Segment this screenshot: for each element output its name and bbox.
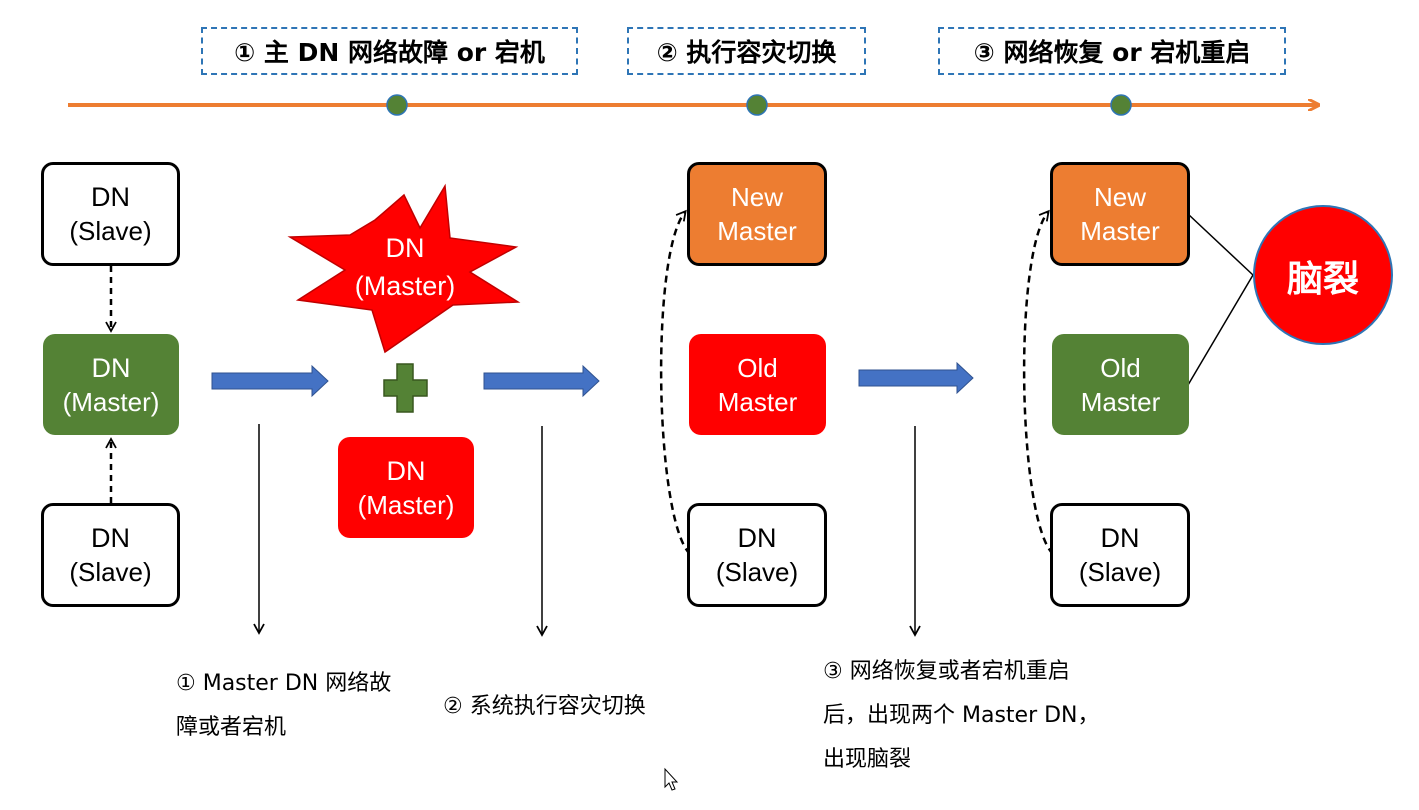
node-old-master-1: Old Master (689, 334, 826, 435)
timeline-dot-2 (746, 94, 768, 116)
note-line: ② 系统执行容灾切换 (443, 694, 646, 719)
node-line-1: DN (385, 233, 425, 263)
block-arrow-3 (858, 361, 974, 395)
failure-burst (287, 183, 521, 354)
stage-label-2: ② 执行容灾切换 (627, 27, 866, 75)
node-slave-4: DN (Slave) (1050, 503, 1190, 607)
node-line-2: (Slave) (1078, 557, 1162, 587)
node-red-master: DN (Master) (338, 437, 474, 538)
node-line-2: Master (1080, 386, 1161, 417)
node-line-2: Master (1080, 216, 1160, 246)
mouse-cursor-icon (664, 767, 679, 791)
node-line-2: (Master) (357, 489, 455, 520)
node-line-2: (Slave) (715, 557, 799, 587)
timeline-dot-3 (1110, 94, 1132, 116)
node-line-1: DN (737, 523, 777, 553)
stage-label-3: ③ 网络恢复 or 宕机重启 (938, 27, 1286, 75)
node-line-2: Master (717, 216, 797, 246)
node-line-2: (Slave) (69, 557, 152, 587)
timeline-dot-1 (386, 94, 408, 116)
split-brain-label: 脑裂 (1286, 259, 1359, 300)
note-3: ③ 网络恢复或者宕机重启 后，出现两个 Master DN， 出现脑裂 (823, 650, 1153, 782)
node-new-master-2: New Master (1050, 162, 1190, 266)
note-line: 障或者宕机 (176, 715, 287, 740)
node-line-1: Old (737, 352, 778, 383)
note-2: ② 系统执行容灾切换 (443, 685, 703, 729)
node-line-1: DN (1100, 523, 1140, 553)
node-line-1: DN (91, 182, 130, 212)
node-line-2: (Slave) (69, 216, 152, 246)
node-line-1: Old (1100, 352, 1141, 383)
node-slave-3: DN (Slave) (687, 503, 827, 607)
node-line-2: Master (717, 386, 798, 417)
node-line-1: DN (91, 352, 131, 383)
note-line: 出现脑裂 (823, 747, 912, 772)
note-line: ③ 网络恢复或者宕机重启 (823, 659, 1070, 684)
node-line-1: New (730, 182, 783, 212)
block-arrow-2 (483, 364, 600, 398)
promotion-curve-2 (1022, 209, 1054, 555)
failed-master-label: DN (Master) (335, 229, 475, 305)
node-line-1: DN (386, 455, 426, 486)
node-line-2: (Master) (62, 386, 160, 417)
split-line-old (1187, 274, 1254, 386)
split-brain-circle (1253, 205, 1393, 345)
node-old-master-2: Old Master (1052, 334, 1189, 435)
note-line: ① Master DN 网络故 (176, 671, 392, 696)
node-line-1: New (1093, 182, 1146, 212)
block-arrow-1 (211, 364, 329, 398)
node-slave-bottom: DN (Slave) (41, 503, 180, 607)
split-line-new (1187, 213, 1254, 276)
node-line-2: (Master) (354, 271, 456, 301)
node-master: DN (Master) (43, 334, 179, 435)
promotion-curve-1 (659, 209, 691, 555)
note-line: 后，出现两个 Master DN， (823, 703, 1100, 728)
node-new-master-1: New Master (687, 162, 827, 266)
note-1: ① Master DN 网络故 障或者宕机 (176, 662, 436, 750)
node-line-1: DN (91, 523, 130, 553)
node-slave-top: DN (Slave) (41, 162, 180, 266)
stage-label-1: ① 主 DN 网络故障 or 宕机 (201, 27, 578, 75)
plus-icon (383, 363, 428, 413)
